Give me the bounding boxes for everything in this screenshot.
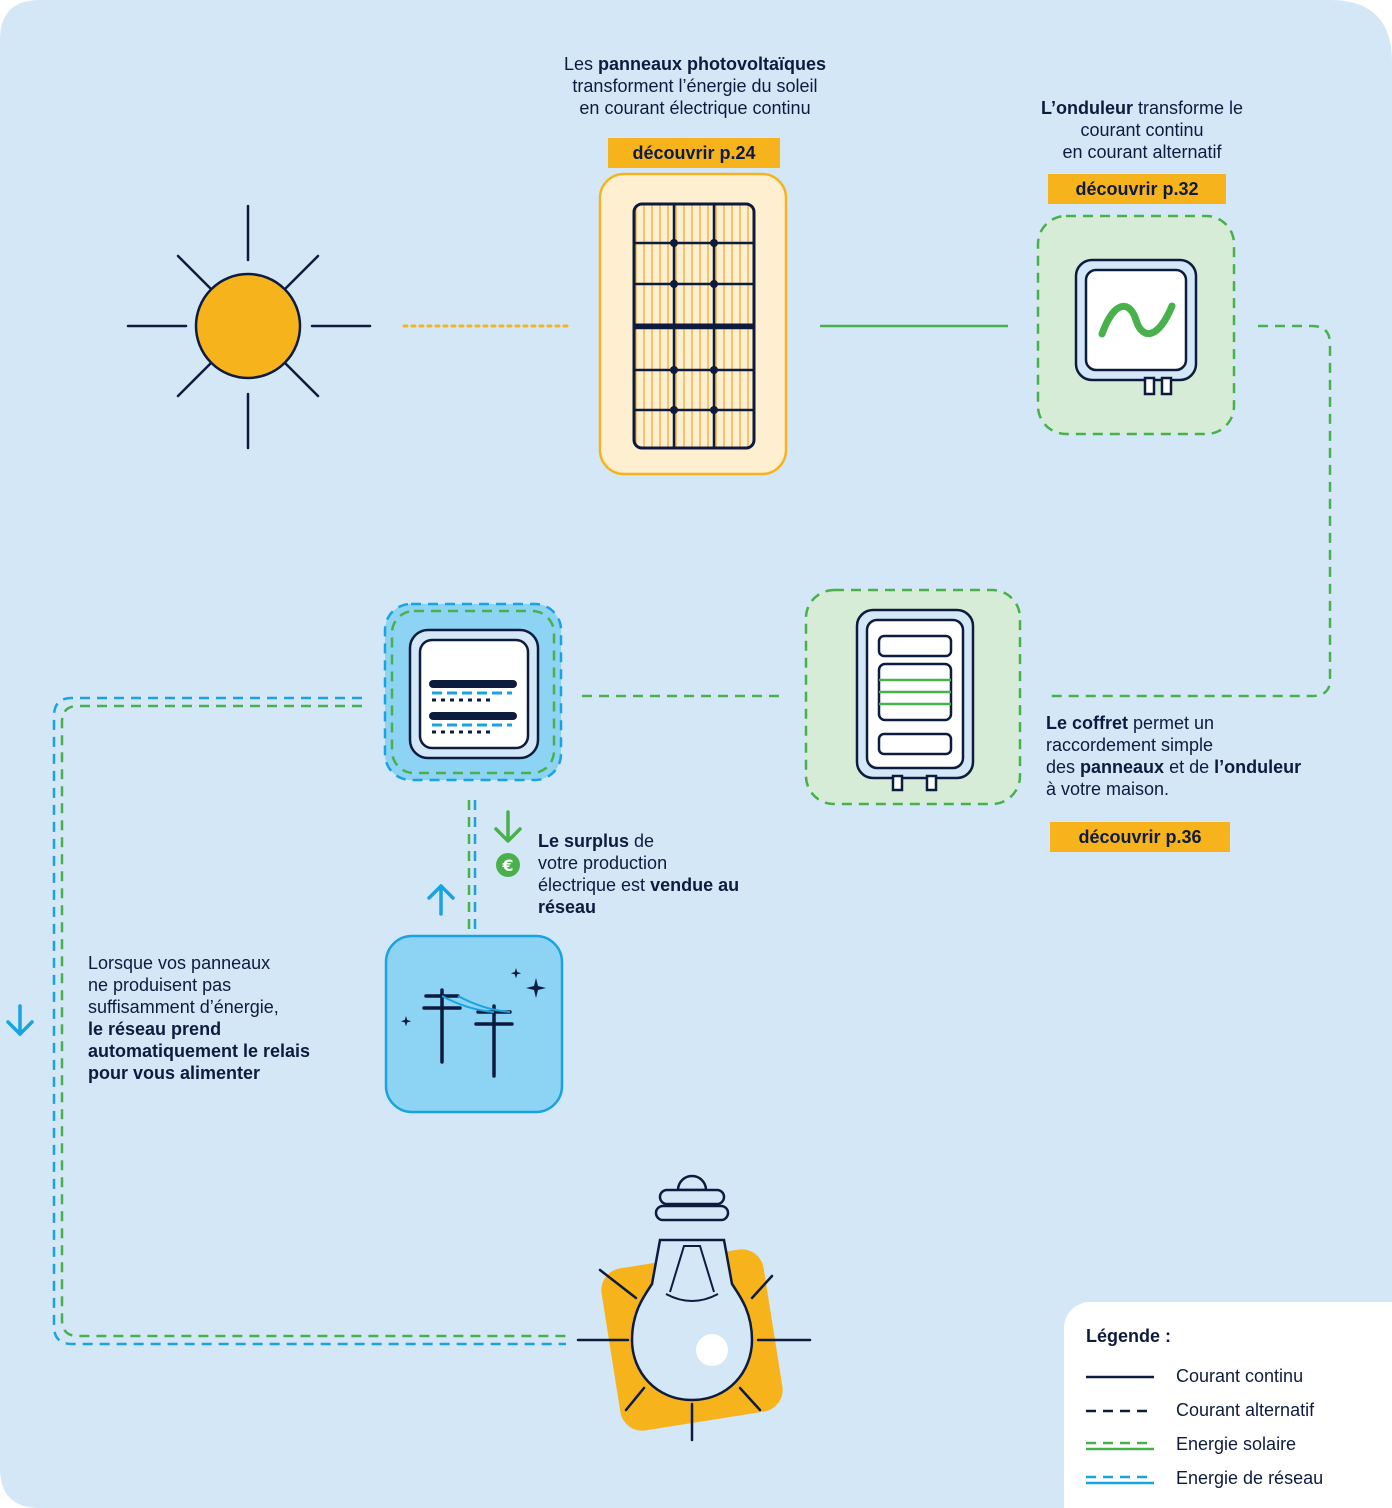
surplus-text-bold-3: réseau xyxy=(538,897,597,917)
legend-swatch-ac xyxy=(1086,1409,1154,1413)
inverter-text-1: transforme le xyxy=(1132,98,1244,118)
legend: Légende : Courant continu Courant altern… xyxy=(1064,1302,1392,1508)
inverter-text-bold: L’onduleur xyxy=(1040,98,1133,118)
surplus-description: Le surplus de votre production électriqu… xyxy=(538,830,788,918)
meter-to-house-line-green xyxy=(60,704,566,1338)
discover-p24-link[interactable]: découvrir p.24 xyxy=(608,138,780,168)
meter-to-house-line-blue xyxy=(52,696,566,1346)
legend-title: Légende : xyxy=(1086,1326,1172,1346)
inverter-text-2: courant continu xyxy=(1080,120,1204,140)
sun-icon xyxy=(126,204,372,450)
legend-label-ac: Courant alternatif xyxy=(1176,1400,1315,1420)
grid-note-line-2: ne produisent pas xyxy=(88,975,232,995)
legend-swatch-grid xyxy=(1086,1475,1154,1485)
meter-icon xyxy=(383,602,563,782)
grid-note-bold-3: pour vous alimenter xyxy=(88,1063,261,1083)
euro-icon: € xyxy=(496,853,520,877)
panels-description: Les panneaux photovoltaïques transformen… xyxy=(520,53,870,119)
inverter-icon xyxy=(1036,214,1236,436)
legend-label-solar: Energie solaire xyxy=(1176,1434,1297,1454)
arrow-up-icon xyxy=(427,884,455,916)
coffret-text-bold-3: l’onduleur xyxy=(1214,757,1302,777)
grid-note-bold-2: automatiquement le relais xyxy=(88,1041,311,1061)
surplus-text-bold-2: vendue au xyxy=(650,875,740,895)
coffret-description: Le coffret permet un raccordement simple… xyxy=(1046,712,1376,800)
power-lines-icon xyxy=(384,934,564,1114)
legend-swatch-dc xyxy=(1086,1375,1154,1379)
solar-panel-icon xyxy=(598,172,788,476)
arrow-down-icon xyxy=(494,810,522,843)
surplus-text-3: électrique est xyxy=(538,875,651,895)
discover-p32-link[interactable]: découvrir p.32 xyxy=(1048,174,1226,204)
junction-box-icon xyxy=(804,588,1022,806)
panels-text-1: Les xyxy=(563,54,598,74)
legend-label-grid: Energie de réseau xyxy=(1176,1468,1324,1488)
panels-text-bold: panneaux photovoltaïques xyxy=(598,54,827,74)
svg-text:€: € xyxy=(501,856,513,875)
light-bulb-icon xyxy=(576,1174,812,1442)
panels-text-3: en courant électrique continu xyxy=(579,98,811,118)
coffret-text-1: permet un xyxy=(1128,713,1215,733)
coffret-text-3: des xyxy=(1046,757,1081,777)
coffret-text-5: à votre maison. xyxy=(1046,779,1170,799)
panels-text-2: transforment l’énergie du soleil xyxy=(572,76,818,96)
grid-note-bold-1: le réseau prend xyxy=(88,1019,222,1039)
arrow-left-down-icon xyxy=(6,1004,34,1036)
coffret-text-bold-2: panneaux xyxy=(1080,757,1165,777)
grid-note-line-3: suffisamment d’énergie, xyxy=(88,997,279,1017)
grid-note: Lorsque vos panneaux ne produisent pas s… xyxy=(88,952,368,1084)
surplus-text-2: votre production xyxy=(538,853,668,873)
inverter-description: L’onduleur transforme le courant continu… xyxy=(1010,97,1274,163)
discover-p36-link[interactable]: découvrir p.36 xyxy=(1050,822,1230,852)
surplus-text-1: de xyxy=(629,831,655,851)
coffret-text-4: et de xyxy=(1164,757,1215,777)
coffret-text-bold: Le coffret xyxy=(1046,713,1129,733)
grid-note-line-1: Lorsque vos panneaux xyxy=(88,953,271,973)
inverter-text-3: en courant alternatif xyxy=(1062,142,1222,162)
surplus-text-bold: Le surplus xyxy=(538,831,630,851)
coffret-text-2: raccordement simple xyxy=(1046,735,1214,755)
legend-label-dc: Courant continu xyxy=(1176,1366,1304,1386)
legend-swatch-solar xyxy=(1086,1441,1154,1451)
